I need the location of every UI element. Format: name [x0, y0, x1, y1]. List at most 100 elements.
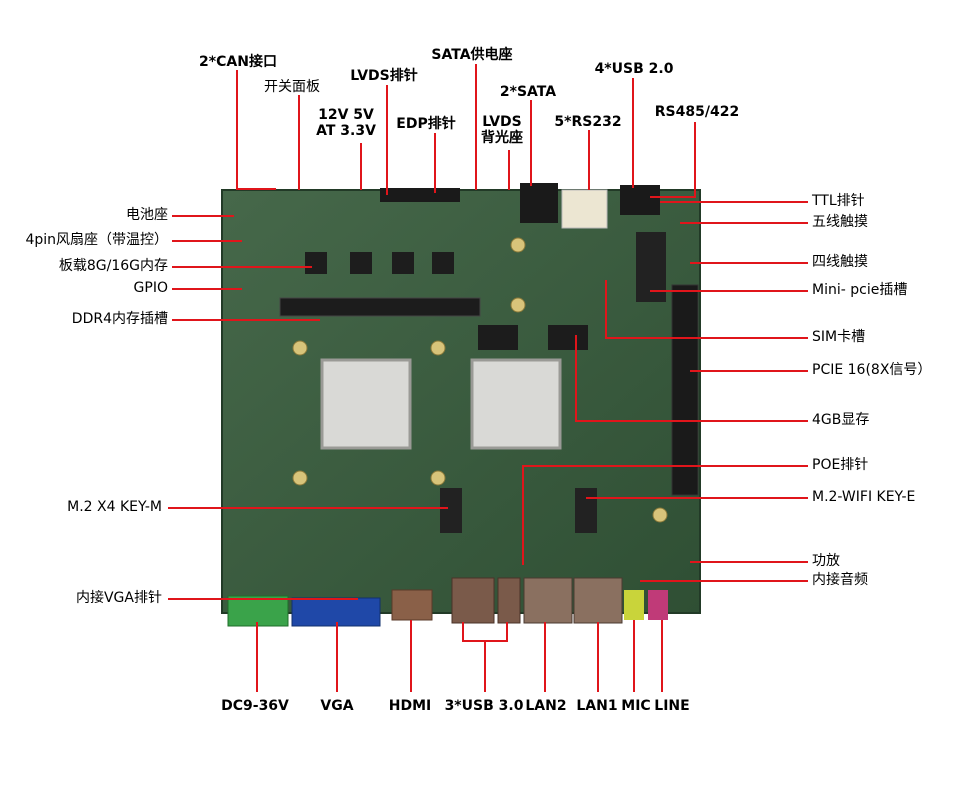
leader-minipcie — [650, 290, 808, 292]
leader-rs232 — [588, 130, 590, 190]
leader-poe — [522, 465, 808, 467]
leader-m2keym — [168, 507, 448, 509]
leader-line — [661, 620, 663, 692]
hdmi-connector — [391, 589, 433, 621]
leader-touch5 — [680, 222, 808, 224]
leader-power — [360, 143, 362, 190]
vga-connector — [291, 597, 381, 627]
leader-usb30 — [506, 622, 508, 640]
label-m2-wifi: M.2-WIFI KEY-E — [812, 489, 916, 505]
vram-chip — [478, 325, 518, 350]
label-line: LINE — [654, 698, 690, 714]
label-touch4: 四线触摸 — [812, 254, 868, 270]
leader-usb30 — [484, 640, 486, 692]
leader-ttl — [660, 201, 808, 203]
line-jack — [648, 590, 668, 620]
m2-wifi-slot — [575, 488, 597, 533]
label-sata: 2*SATA — [499, 84, 557, 100]
leader-sim — [605, 280, 607, 338]
leader-switch — [298, 95, 300, 190]
pcie-slot — [671, 284, 699, 496]
label-pcie16: PCIE 16(8X信号） — [812, 362, 932, 378]
leader-lvds-bl — [508, 150, 510, 190]
leader-vram — [575, 335, 577, 421]
leader-can — [236, 70, 238, 190]
label-rs232: 5*RS232 — [554, 114, 622, 130]
label-lvds-backlight: LVDS 背光座 — [481, 114, 523, 146]
label-can: 2*CAN接口 — [199, 54, 277, 70]
leader-amp — [690, 561, 808, 563]
label-poe: POE排针 — [812, 457, 869, 473]
mount-hole — [652, 507, 668, 523]
leader-vram — [575, 420, 808, 422]
label-sim: SIM卡槽 — [812, 329, 866, 345]
leader-battery — [172, 215, 234, 217]
leader-poe — [522, 465, 524, 565]
mount-hole — [292, 340, 308, 356]
label-minipcie: Mini- pcie插槽 — [812, 282, 908, 298]
label-amp: 功放 — [812, 553, 840, 569]
label-touch5: 五线触摸 — [812, 214, 868, 230]
leader-rs485 — [650, 196, 696, 198]
label-switch-panel: 开关面板 — [264, 79, 320, 95]
lan2-connector — [523, 577, 573, 624]
label-fan: 4pin风扇座（带温控） — [25, 232, 168, 248]
leader-gpio — [172, 288, 242, 290]
label-audio: 内接音频 — [812, 572, 868, 588]
leader-m2wifi — [586, 497, 808, 499]
label-lan1: LAN1 — [576, 698, 618, 714]
memory-chip — [350, 252, 372, 274]
leader-edp — [434, 133, 436, 193]
leader-ddr4 — [172, 319, 320, 321]
label-ddr4: DDR4内存插槽 — [71, 311, 168, 327]
mic-jack — [624, 590, 644, 620]
leader-mem — [172, 266, 312, 268]
leader-sim — [605, 337, 808, 339]
leader-hdmi — [410, 620, 412, 692]
label-ttl: TTL排针 — [812, 193, 865, 209]
gpu-chip — [470, 358, 562, 450]
label-rs485: RS485/422 — [654, 104, 740, 120]
leader-lan2 — [544, 622, 546, 692]
rs232-connectors — [561, 189, 608, 229]
label-power-pins: 12V 5V AT 3.3V — [316, 107, 376, 139]
leader-mic — [633, 620, 635, 692]
memory-chip — [392, 252, 414, 274]
label-lan2: LAN2 — [525, 698, 567, 714]
usb30-connector — [497, 577, 521, 624]
label-battery: 电池座 — [126, 207, 168, 223]
lan1-connector — [573, 577, 623, 624]
leader-fan — [172, 240, 242, 242]
ddr4-slot — [279, 297, 481, 317]
pcb-board — [221, 189, 701, 614]
label-vga: VGA — [320, 698, 354, 714]
leader-vga — [336, 622, 338, 692]
memory-chip — [305, 252, 327, 274]
m2-keym-slot — [440, 488, 462, 533]
dc-connector — [227, 595, 289, 627]
mount-hole — [510, 297, 526, 313]
mount-hole — [430, 340, 446, 356]
mount-hole — [430, 470, 446, 486]
leader-sata-power — [475, 64, 477, 190]
leader-can — [236, 188, 276, 190]
leader-usb30 — [462, 622, 464, 640]
leader-lvds — [386, 85, 388, 195]
leader-vgapins — [168, 598, 358, 600]
leader-sata — [530, 100, 532, 186]
leader-dc — [256, 622, 258, 692]
label-hdmi: HDMI — [388, 698, 432, 714]
leader-rs485 — [694, 122, 696, 197]
leader-pcie — [690, 370, 808, 372]
cpu-chip — [320, 358, 412, 450]
usb30-connector — [451, 577, 495, 624]
mount-hole — [292, 470, 308, 486]
label-edp-pins: EDP排针 — [396, 116, 456, 132]
label-onboard-mem: 板载8G/16G内存 — [58, 258, 168, 274]
leader-touch4 — [690, 262, 808, 264]
top-headers — [380, 188, 460, 202]
label-usb20: 4*USB 2.0 — [594, 61, 674, 77]
label-gpio: GPIO — [133, 280, 168, 296]
